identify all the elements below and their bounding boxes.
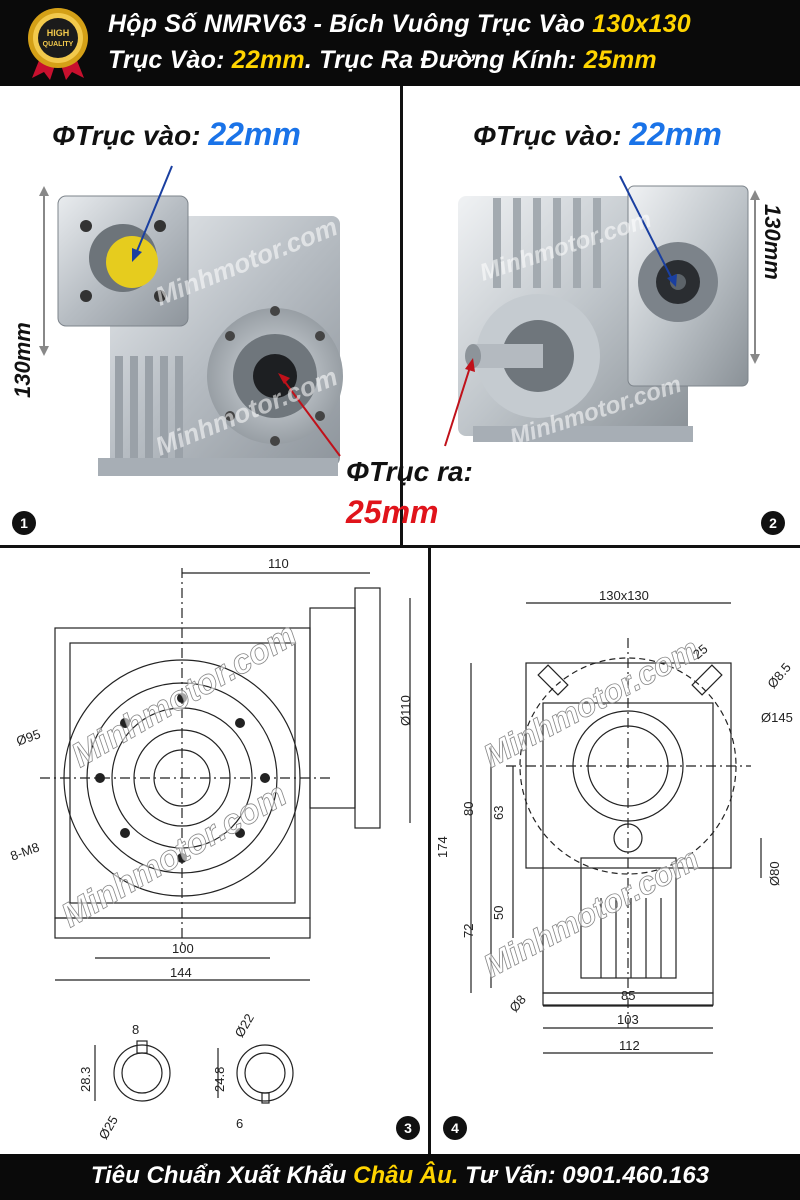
photo-panel-1: Minhmotor.com Minhmotor.com ΦTrục vào: 2… bbox=[0, 86, 473, 545]
high-quality-medal-icon: HIGH QUALITY bbox=[28, 8, 88, 80]
svg-text:HIGH: HIGH bbox=[47, 28, 70, 38]
dim-130x130: 130x130 bbox=[599, 588, 649, 603]
height-label-1: 130mm bbox=[10, 322, 35, 398]
dim-phi80: Ø80 bbox=[767, 861, 782, 886]
footer-bar: Tiêu Chuẩn Xuất Khẩu Châu Âu. Tư Vấn: 09… bbox=[0, 1154, 800, 1200]
watermark-text-3b: Minhmotor.com bbox=[65, 615, 303, 774]
gearbox-photo-rear: Minhmotor.com Minhmotor.com bbox=[444, 175, 760, 452]
dim-50: 50 bbox=[491, 905, 506, 920]
divider-vertical-bottom bbox=[428, 548, 431, 1154]
svg-text:QUALITY: QUALITY bbox=[43, 41, 74, 48]
divider-horizontal bbox=[0, 545, 800, 548]
input-shaft-label-2: ΦTrục vào: 22mm bbox=[473, 116, 722, 152]
dim-103: 103 bbox=[617, 1012, 639, 1027]
panel-number-1: 1 bbox=[12, 511, 36, 535]
panel-number-3: 3 bbox=[396, 1116, 420, 1140]
technical-drawing-front: Minhmotor.com Minhmotor.com bbox=[470, 602, 762, 1054]
dim-6: 6 bbox=[236, 1116, 244, 1131]
dim-100: 100 bbox=[172, 941, 194, 956]
dim-174: 174 bbox=[435, 836, 450, 858]
dim-110: 110 bbox=[268, 556, 289, 571]
watermark-text-4b: Minhmotor.com bbox=[477, 841, 704, 985]
dim-80: 80 bbox=[461, 801, 476, 816]
gearbox-photo-front: Minhmotor.com Minhmotor.com bbox=[39, 165, 343, 476]
header-bar: HIGH QUALITY Hộp Số NMRV63 - Bích Vuông … bbox=[0, 0, 800, 86]
height-label-2: 130mm bbox=[760, 204, 785, 280]
drawing-panel-3: Minhmotor.com Minhmotor.com 110 Ø110 Ø95… bbox=[0, 548, 428, 1154]
technical-drawing-side: Minhmotor.com Minhmotor.com bbox=[40, 568, 411, 1104]
dim-28-3: 28.3 bbox=[78, 1066, 93, 1092]
footer-text: Tiêu Chuẩn Xuất Khẩu Châu Âu. Tư Vấn: 09… bbox=[90, 1162, 710, 1189]
watermark-text-3: Minhmotor.com bbox=[55, 775, 293, 934]
panel-number-2: 2 bbox=[761, 511, 785, 535]
dim-phi145: Ø145 bbox=[761, 710, 793, 725]
panel-number-4: 4 bbox=[443, 1116, 467, 1140]
dim-63: 63 bbox=[491, 805, 506, 820]
dim-phi110: Ø110 bbox=[398, 695, 413, 726]
output-shaft-value: 25mm bbox=[346, 494, 439, 530]
input-shaft-label-1: ΦTrục vào: 22mm bbox=[52, 116, 301, 152]
drawing-panel-4: Minhmotor.com Minhmotor.com 130x130 25 Ø… bbox=[431, 548, 800, 1154]
dim-24-8: 24.8 bbox=[212, 1066, 227, 1092]
dim-144: 144 bbox=[170, 965, 192, 980]
dim-85: 85 bbox=[621, 988, 636, 1003]
divider-vertical-top bbox=[400, 86, 403, 546]
photo-panel-2: Minhmotor.com Minhmotor.com ΦTrục vào: 2… bbox=[403, 86, 800, 545]
header-title-line2: Trục Vào: 22mm. Trục Ra Đường Kính: 25mm bbox=[108, 46, 657, 74]
watermark-text-4: Minhmotor.com bbox=[477, 631, 704, 775]
dim-72: 72 bbox=[461, 923, 476, 938]
header-title-line1: Hộp Số NMRV63 - Bích Vuông Trục Vào 130x… bbox=[108, 10, 691, 38]
output-shaft-label: ΦTrục ra: bbox=[346, 456, 473, 487]
dim-112: 112 bbox=[619, 1038, 640, 1053]
dim-8: 8 bbox=[132, 1022, 140, 1037]
